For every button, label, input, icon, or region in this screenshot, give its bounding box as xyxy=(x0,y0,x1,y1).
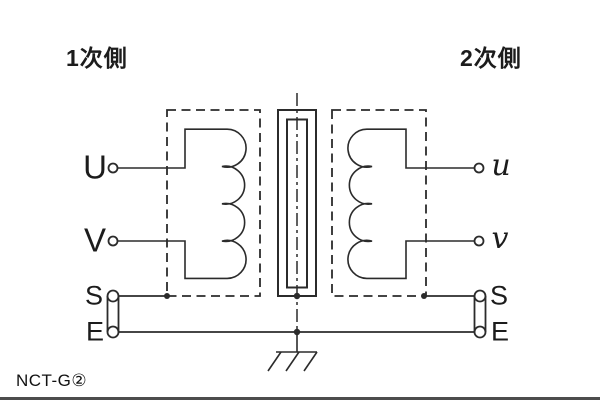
bottom-edge-bar xyxy=(0,397,600,400)
primary-shield-box xyxy=(166,109,261,297)
secondary-winding xyxy=(347,128,479,280)
terminal-E-secondary-label: E xyxy=(490,316,510,347)
secondary-side-title: 2次側 xyxy=(460,45,522,71)
terminal-S-primary-label: S xyxy=(84,280,104,311)
terminal-E-secondary-circle xyxy=(473,325,487,339)
junction-dots xyxy=(164,292,427,336)
primary-side-title: 1次側 xyxy=(66,45,128,71)
terminal-u-label: u xyxy=(491,148,511,183)
terminal-U-label: U xyxy=(83,148,107,186)
terminal-v-label: v xyxy=(491,221,509,256)
terminal-E-primary-circle xyxy=(106,325,120,339)
primary-se-link xyxy=(106,296,120,332)
terminal-v-circle xyxy=(473,235,485,247)
secondary-se-link xyxy=(473,296,487,332)
terminal-V-label: V xyxy=(83,221,107,259)
diagram-caption: NCT-G② xyxy=(16,371,88,390)
secondary-shield-box xyxy=(331,109,427,297)
earth-ground-icon xyxy=(267,351,318,372)
terminal-S-secondary-circle xyxy=(473,289,487,303)
terminal-S-primary-circle xyxy=(106,289,120,303)
terminal-U-circle xyxy=(107,162,119,174)
terminal-S-secondary-label: S xyxy=(489,280,509,311)
terminal-V-circle xyxy=(107,235,119,247)
primary-winding xyxy=(113,128,247,280)
terminal-E-primary-label: E xyxy=(85,316,105,347)
terminal-u-circle xyxy=(473,162,485,174)
